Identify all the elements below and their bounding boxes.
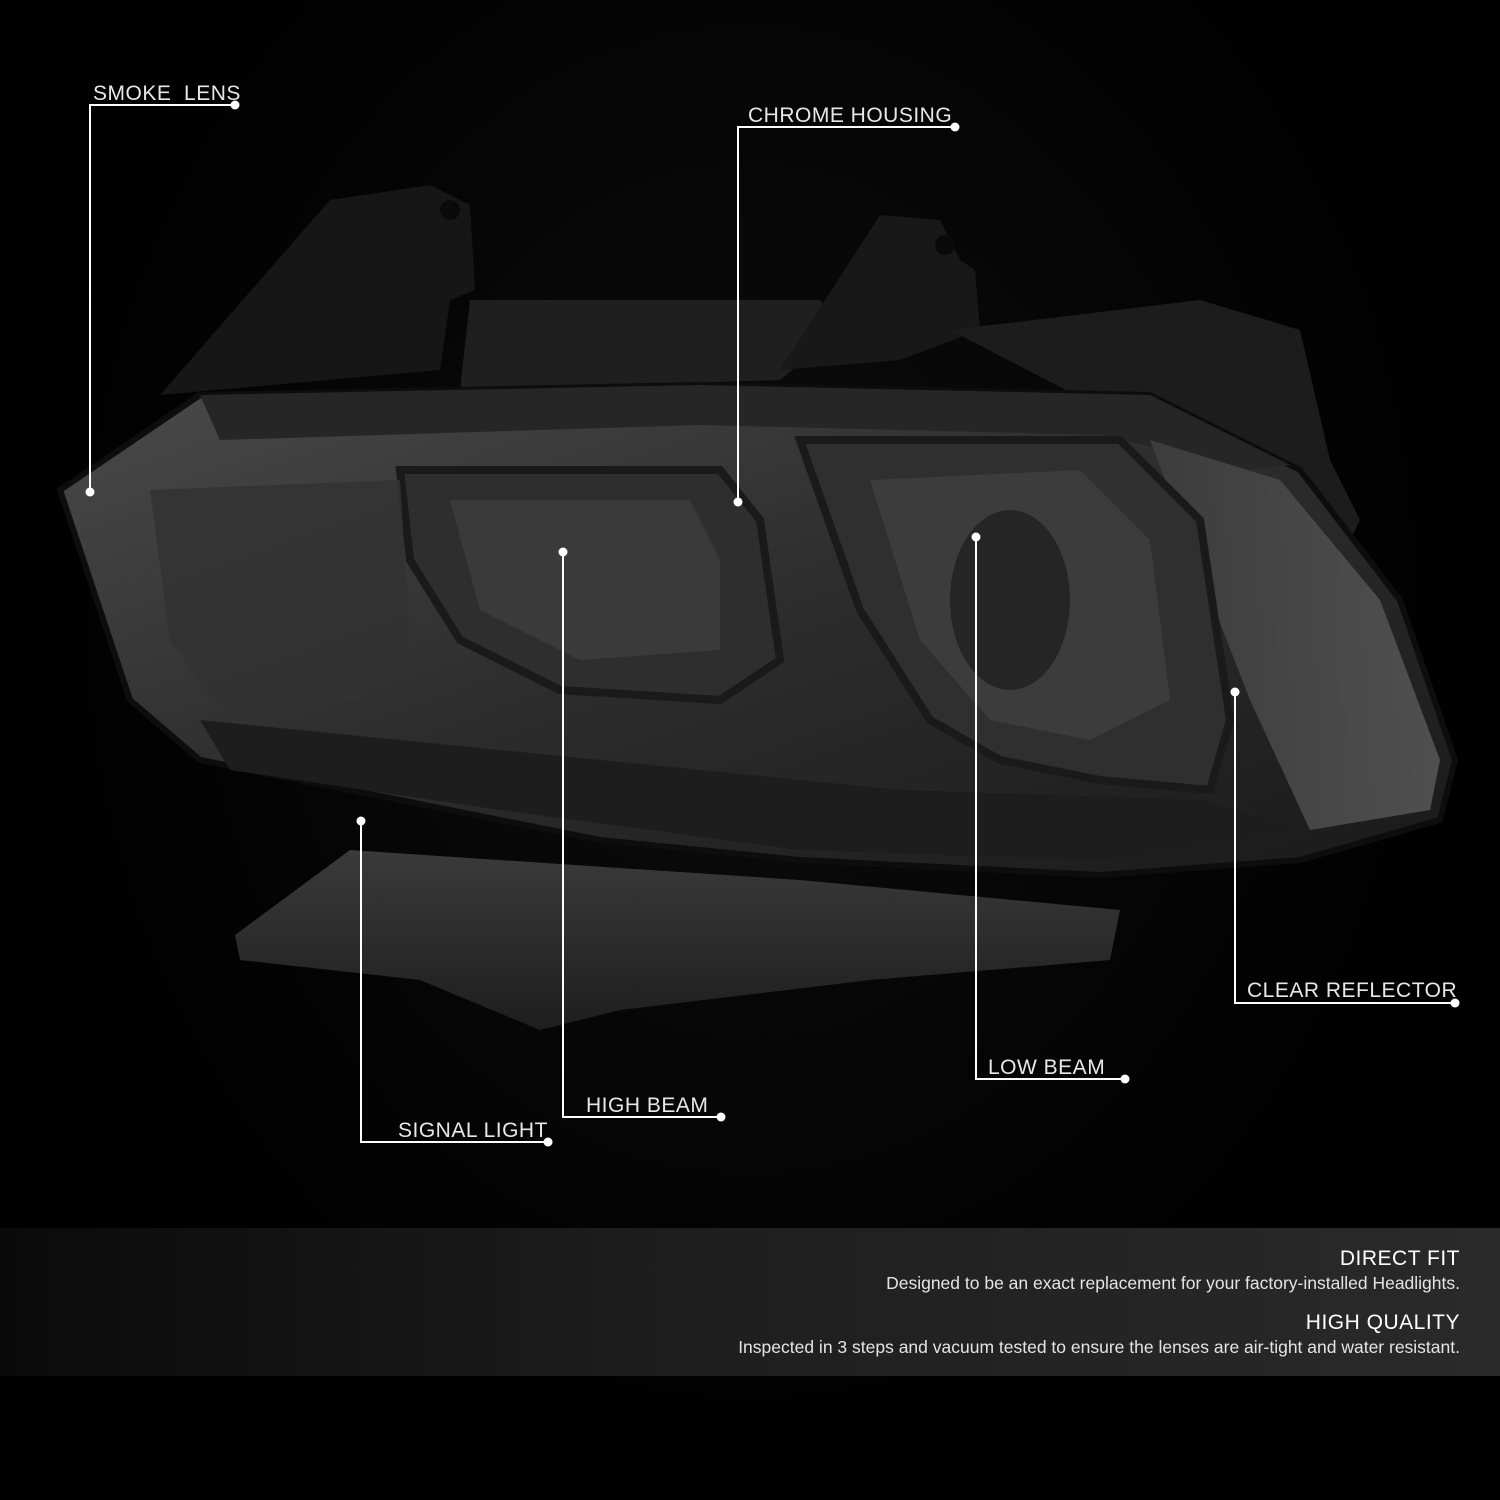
dot-icon	[971, 532, 981, 542]
feature-high-quality: HIGH QUALITY Inspected in 3 steps and va…	[738, 1312, 1460, 1357]
signal-light-label: SIGNAL LIGHT	[398, 1119, 548, 1142]
dot-icon	[85, 487, 95, 497]
signal-strip	[200, 720, 1300, 860]
lens-top-rim	[200, 385, 1290, 470]
dot-icon	[356, 816, 366, 826]
feature-direct-fit: DIRECT FIT Designed to be an exact repla…	[886, 1248, 1460, 1293]
dot-icon	[230, 100, 240, 110]
dot-icon	[1450, 998, 1460, 1008]
callout-dots	[85, 100, 1460, 1147]
dot-icon	[543, 1137, 553, 1147]
low-beam-reflector	[794, 436, 1235, 795]
feature-title: DIRECT FIT	[1339, 1247, 1460, 1270]
feature-info-panel: DIRECT FIT Designed to be an exact repla…	[0, 1228, 1500, 1376]
left-reflector	[150, 480, 410, 710]
dot-icon	[1230, 687, 1240, 697]
feature-description: Designed to be an exact replacement for …	[886, 1273, 1460, 1293]
high-beam-label: HIGH BEAM	[586, 1094, 709, 1117]
dot-icon	[733, 497, 743, 507]
corner-reflector	[1150, 440, 1440, 830]
callout-lines	[89, 104, 1455, 1143]
high-beam-reflector	[395, 466, 785, 705]
dot-icon	[716, 1112, 726, 1122]
chrome-housing-label: CHROME HOUSING	[748, 104, 953, 127]
clear-reflector-label: CLEAR REFLECTOR	[1247, 979, 1458, 1002]
low-beam-label: LOW BEAM	[988, 1056, 1106, 1079]
smoke-lens-label: SMOKE LENS	[93, 82, 241, 105]
dot-icon	[558, 547, 568, 557]
dot-icon	[950, 122, 960, 132]
dot-icon	[1120, 1074, 1130, 1084]
mounting-base	[235, 850, 1120, 1030]
feature-description: Inspected in 3 steps and vacuum tested t…	[738, 1337, 1460, 1357]
feature-title: HIGH QUALITY	[1305, 1311, 1460, 1334]
